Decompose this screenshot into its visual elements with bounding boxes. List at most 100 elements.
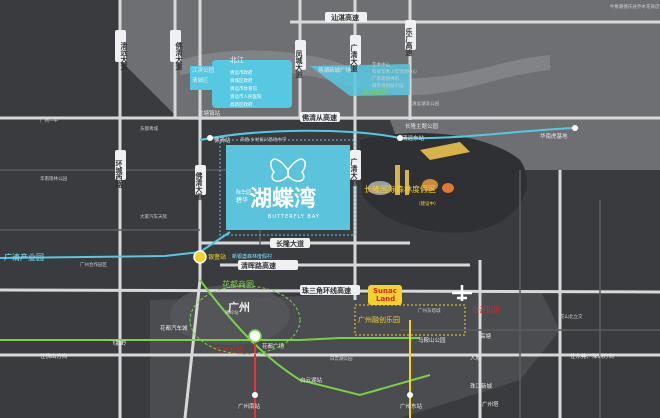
station-markers [193, 125, 578, 398]
label-beijiang: 北江 [230, 56, 244, 64]
butterfly-icon [270, 158, 306, 182]
label-jiangcun: 珠江新城 [470, 382, 493, 390]
sunac-area [354, 304, 466, 336]
label-art-center: 艺术中心 [372, 61, 390, 68]
rail-guangqing [0, 231, 231, 259]
logo-name-en: BUTTERFLY BAY [268, 214, 320, 220]
label-huadu-north: 广州北站 [215, 345, 243, 354]
label-foqing-station: 佛清站 [214, 136, 231, 144]
metro-green [0, 337, 420, 341]
label-foqing-mid: 佛清大道 [195, 171, 204, 201]
qingyuan-gov-area [212, 60, 292, 108]
label-qingyuan-gov: 清远市政府 [230, 69, 253, 76]
label-jiangbing-park: 江滨公园 [192, 66, 215, 74]
region-north [120, 0, 660, 200]
label-laoqingyuan: 东都青城 [140, 125, 158, 132]
label-huashan: 花山北立交 [560, 313, 583, 320]
label-changlong-sub: （建设中） [416, 200, 439, 207]
label-canton-tower: 广州塔 [482, 400, 499, 408]
highway-shields [115, 12, 416, 295]
label-sunac-town: 广州东塔城 [418, 307, 441, 314]
label-huadu-car-city: 花都汽车城 [160, 324, 188, 332]
animal-silhouettes-icon [368, 142, 470, 195]
label-sunac-land: 广州融创乐园 [358, 315, 400, 324]
label-guangzhou-one: 广州一中 [40, 117, 58, 124]
label-qinghui-road: 清晖路高速 [241, 261, 276, 270]
label-yanhu-city: 燕湖新城 [362, 87, 389, 96]
label-renhe: 人和 [470, 354, 481, 362]
label-resort-village: 新银盏森林度假村 [232, 253, 272, 260]
label-gaotang: 高塘 [480, 332, 492, 340]
label-huanan-tiger: 华南虎基地 [540, 132, 568, 140]
label-foqing-expressway: 佛清从高速 [301, 113, 337, 122]
label-changlong-avenue: 长隆大道 [276, 239, 304, 248]
label-qingyuan-east: 清远东站 [402, 134, 425, 142]
sunac-line1: Sunac [373, 287, 397, 295]
label-huanghua-park: 华南雨林公园 [40, 175, 67, 182]
label-yinchuan-center: 英德·乡村振兴基地中学 [240, 136, 287, 143]
region-huadu-center [170, 285, 290, 345]
label-huadu-circle: 花都商圈 [222, 279, 254, 289]
label-tech-center: 科技馆青少年活动中心 [372, 68, 417, 75]
label-qingyuan-park: 清远湖滨公园 [412, 100, 439, 107]
label-changlong-park: 长隆主题公园 [405, 122, 439, 130]
note-top-right: 牛象路德庆县乔木花商店 [610, 3, 660, 10]
label-fengcheng: 凤城大道 [295, 49, 303, 79]
airplane-icon [452, 285, 472, 301]
project-site-frame [219, 139, 356, 236]
label-changlong-forest: 长隆国际森林度假区 [364, 184, 436, 194]
label-huancheng: 环城西路 [115, 160, 124, 189]
jiangbing-park-area [190, 66, 212, 90]
label-industrial-garden: 广清产业园 [4, 252, 44, 262]
label-qingyuan-sports: 清远市体育馆 [230, 85, 257, 92]
label-maanshan: 马鞍山公园 [418, 336, 446, 344]
label-qingcheng-gov: 清城区政府 [230, 77, 253, 84]
guangzhou-east-marker[interactable] [407, 392, 413, 398]
project-logo-panel[interactable] [226, 145, 350, 230]
yinzhan-station-marker[interactable] [193, 250, 207, 264]
logo-small-top: 际华园 [236, 189, 251, 196]
logo-prefix: 碧华 [236, 196, 248, 204]
label-yinzhan-station: 银盏站 [208, 253, 226, 261]
yanhu-city-area [310, 64, 410, 96]
label-urban-planning: 城市规划展示馆 [372, 82, 404, 89]
label-shiling: 狮岭站 [225, 309, 239, 316]
huadu-circle [189, 285, 301, 355]
label-guangzhou: 广州 [228, 300, 250, 314]
label-newarea-gov: 高新区政府 [230, 101, 253, 108]
label-guangzhou-south: 广州南站 [238, 402, 261, 410]
label-ring-road: 珠三角环线高速 [302, 286, 351, 295]
label-shanzhan: 汕湛高速 [331, 13, 359, 22]
label-huadu-square: 花都广场 [262, 342, 285, 350]
sunac-line2: Land [376, 295, 395, 303]
label-foqing-top: 佛清大道 [175, 41, 184, 71]
label-guangzhou-east: 广州东站 [400, 402, 423, 410]
label-qingyuan-avenue: 清远大道 [120, 41, 129, 71]
label-flying-goose: 飞鹅岭 [110, 339, 127, 347]
label-baiyun-park: 白云湖公园 [330, 355, 353, 362]
label-towards-west: 往佛山方向 [40, 352, 68, 360]
foqing-marker[interactable] [207, 135, 213, 141]
label-baiyun-airport: 白云机场 [472, 305, 500, 314]
label-library: 广东新图书馆 [372, 75, 399, 82]
label-longtang: 龙塘镇站 [198, 109, 221, 117]
label-guangqing-top: 广清大道 [350, 43, 358, 73]
label-lechang: 乐广高速 [405, 27, 413, 57]
label-guangqing-mid: 广清大道 [350, 157, 358, 187]
label-qingcheng: 清城区 [192, 76, 209, 84]
logo-name: 湖蝶湾 [250, 186, 316, 212]
label-baiyun-lake: 白云湖站 [300, 376, 323, 384]
sunac-logo [368, 285, 402, 305]
label-dajiang: 大家汽车天际 [140, 213, 167, 220]
label-qingyuan-hospital: 清远市人民医院 [230, 93, 262, 100]
qingyuan-east-marker[interactable] [397, 135, 403, 141]
huadu-station-marker[interactable] [248, 329, 262, 343]
region-forest [360, 132, 527, 233]
guangzhou-south-marker[interactable] [252, 392, 258, 398]
label-yanhu-plaza: 燕湖新城广场 [318, 66, 352, 74]
huanan-station-marker[interactable] [572, 125, 578, 131]
label-guangqing-base: 广州合作园区 [80, 261, 107, 268]
label-towards-east: 往东莞、深圳方向 [570, 352, 614, 360]
